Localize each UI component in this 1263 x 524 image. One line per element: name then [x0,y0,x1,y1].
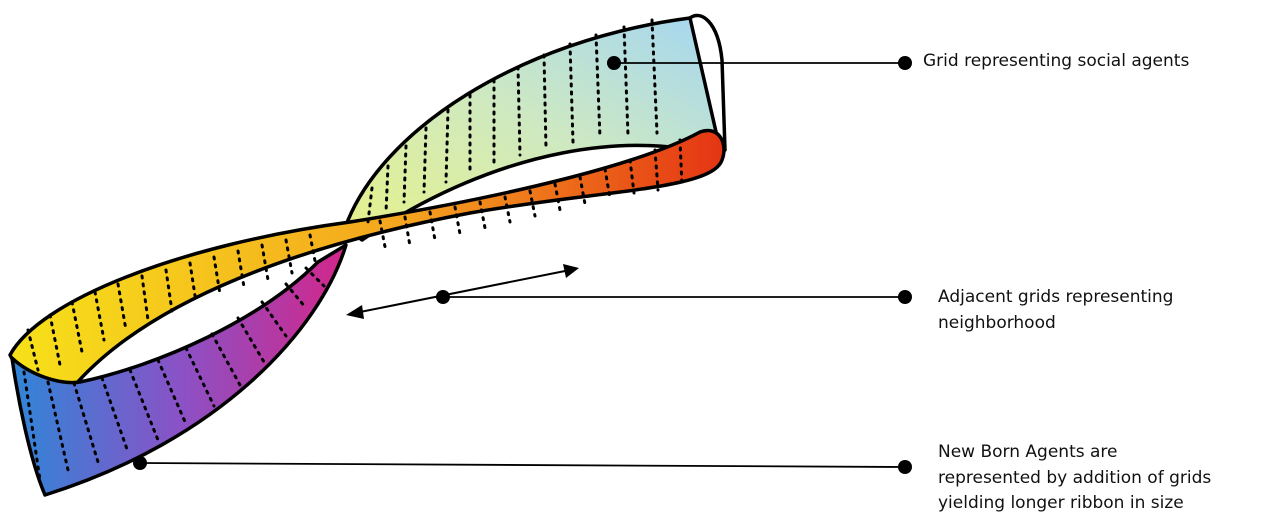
label-new-born-agents: New Born Agents are represented by addit… [938,442,1212,513]
grid-lines-lower [22,266,326,482]
leader-neighborhood [436,290,912,304]
ribbon-orange-band [8,128,726,393]
label-neighborhood: Adjacent grids representing neighborhood [938,287,1174,333]
grid-lines-upper [366,18,659,224]
label-social-agents: Grid representing social agents [923,51,1190,71]
leader-social-agents [607,56,912,70]
leader-new-born [133,456,912,474]
grid-lines-orange [26,138,684,372]
ribbon-fold-edge [688,13,727,152]
neighborhood-arrow [346,264,579,319]
ribbon-lower-band [10,243,348,497]
